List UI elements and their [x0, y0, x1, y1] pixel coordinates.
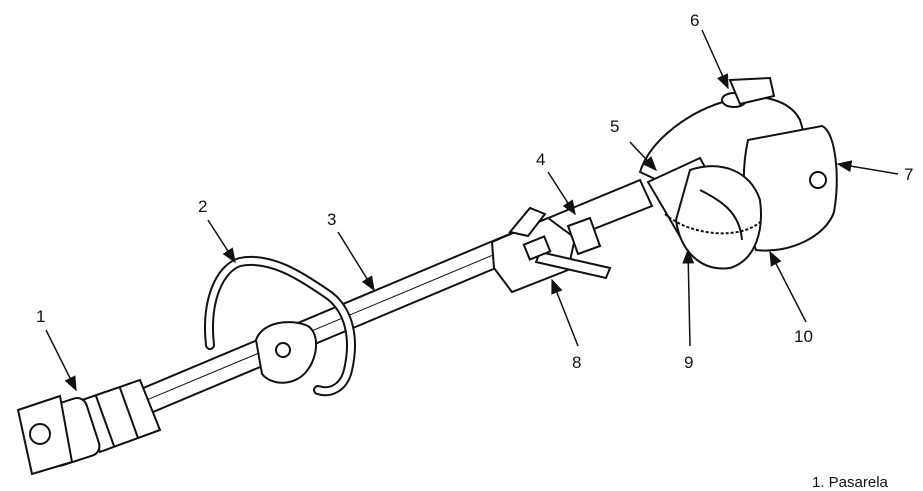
shaft-collar — [566, 216, 602, 256]
callout-2: 2 — [198, 197, 207, 216]
callout-3: 3 — [327, 210, 336, 229]
engine-housing — [638, 76, 838, 270]
callout-arrows — [45, 29, 899, 392]
front-coupler — [16, 378, 162, 476]
callout-4: 4 — [536, 150, 545, 169]
shaft — [108, 178, 654, 427]
callout-8: 8 — [572, 353, 581, 372]
callout-10: 10 — [794, 327, 813, 346]
callout-9: 9 — [684, 353, 693, 372]
callout-6: 6 — [690, 11, 699, 30]
throttle-handle — [490, 206, 612, 294]
callout-1: 1 — [36, 307, 45, 326]
callout-5: 5 — [610, 117, 619, 136]
loop-handle — [204, 255, 356, 397]
callout-7: 7 — [904, 165, 913, 184]
caption-partial: 1. Pasarela — [812, 474, 888, 491]
callout-labels: 1 2 3 4 5 6 7 8 9 10 — [36, 11, 913, 372]
